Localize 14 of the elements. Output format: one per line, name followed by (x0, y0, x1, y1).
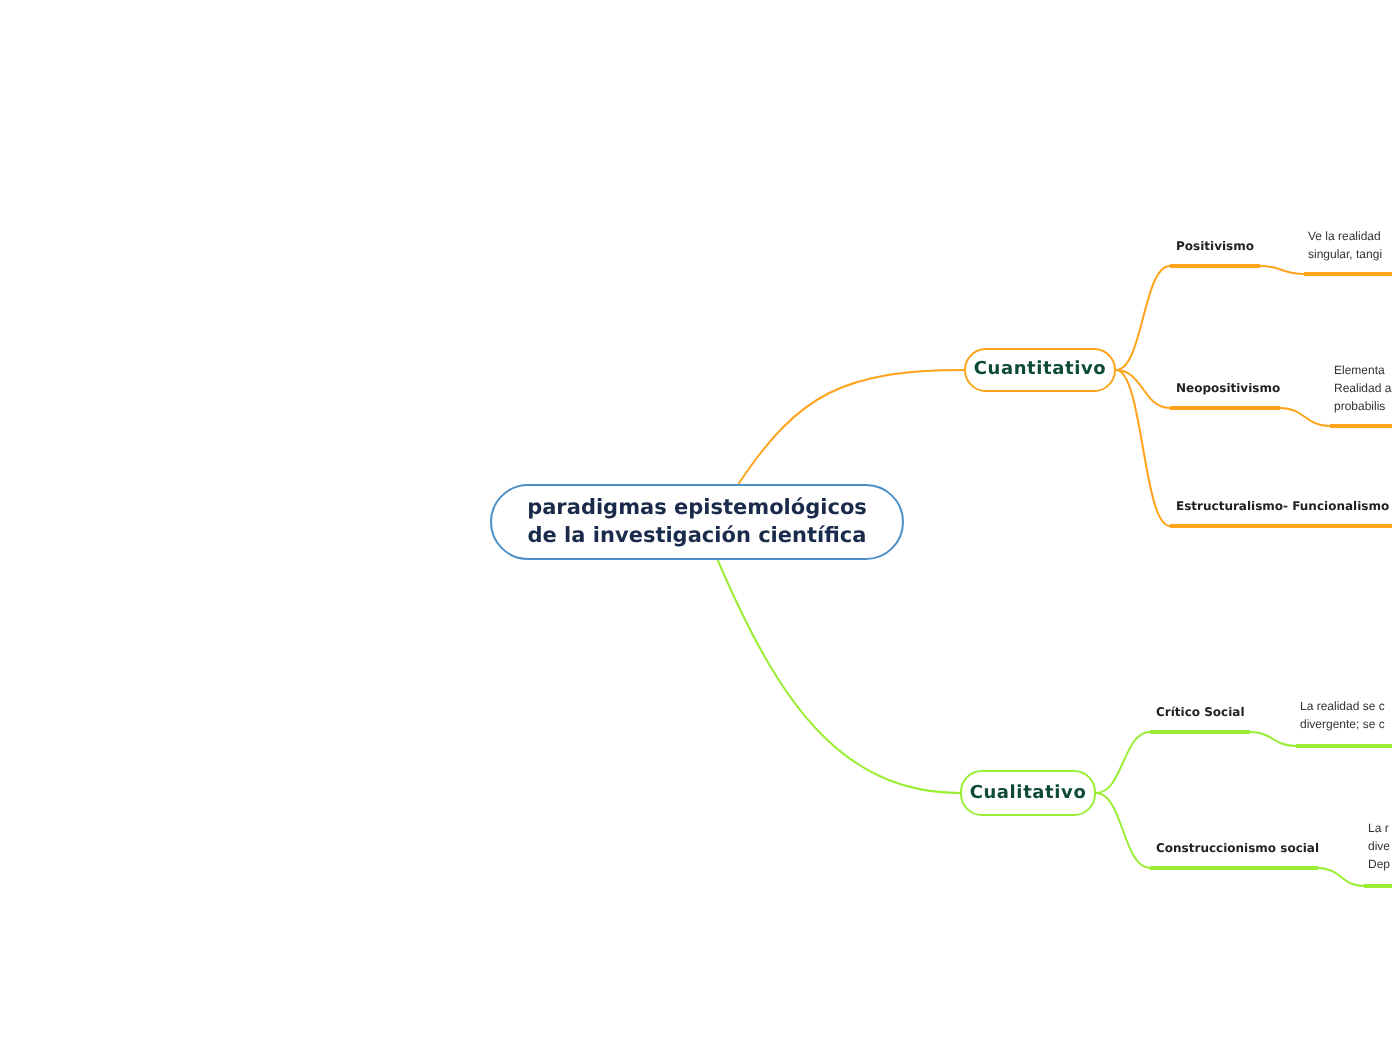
main-topic: Cuantitativo (964, 348, 1116, 392)
connector-curve (737, 369, 965, 485)
connector-curve (1115, 369, 1171, 527)
connector-curve (1279, 407, 1331, 427)
connector-curve (1259, 265, 1305, 275)
connector-curve (1317, 867, 1365, 887)
main-topic: Cualitativo (960, 770, 1096, 816)
central-topic: paradigmas epistemológicos de la investigación científica (490, 484, 904, 560)
connector-curve (1115, 369, 1171, 409)
connector-curve (1095, 731, 1151, 794)
connector-curve (716, 559, 961, 794)
connector-curve (1095, 792, 1151, 869)
connector-curve (1249, 731, 1297, 747)
connector-curve (1115, 265, 1171, 371)
